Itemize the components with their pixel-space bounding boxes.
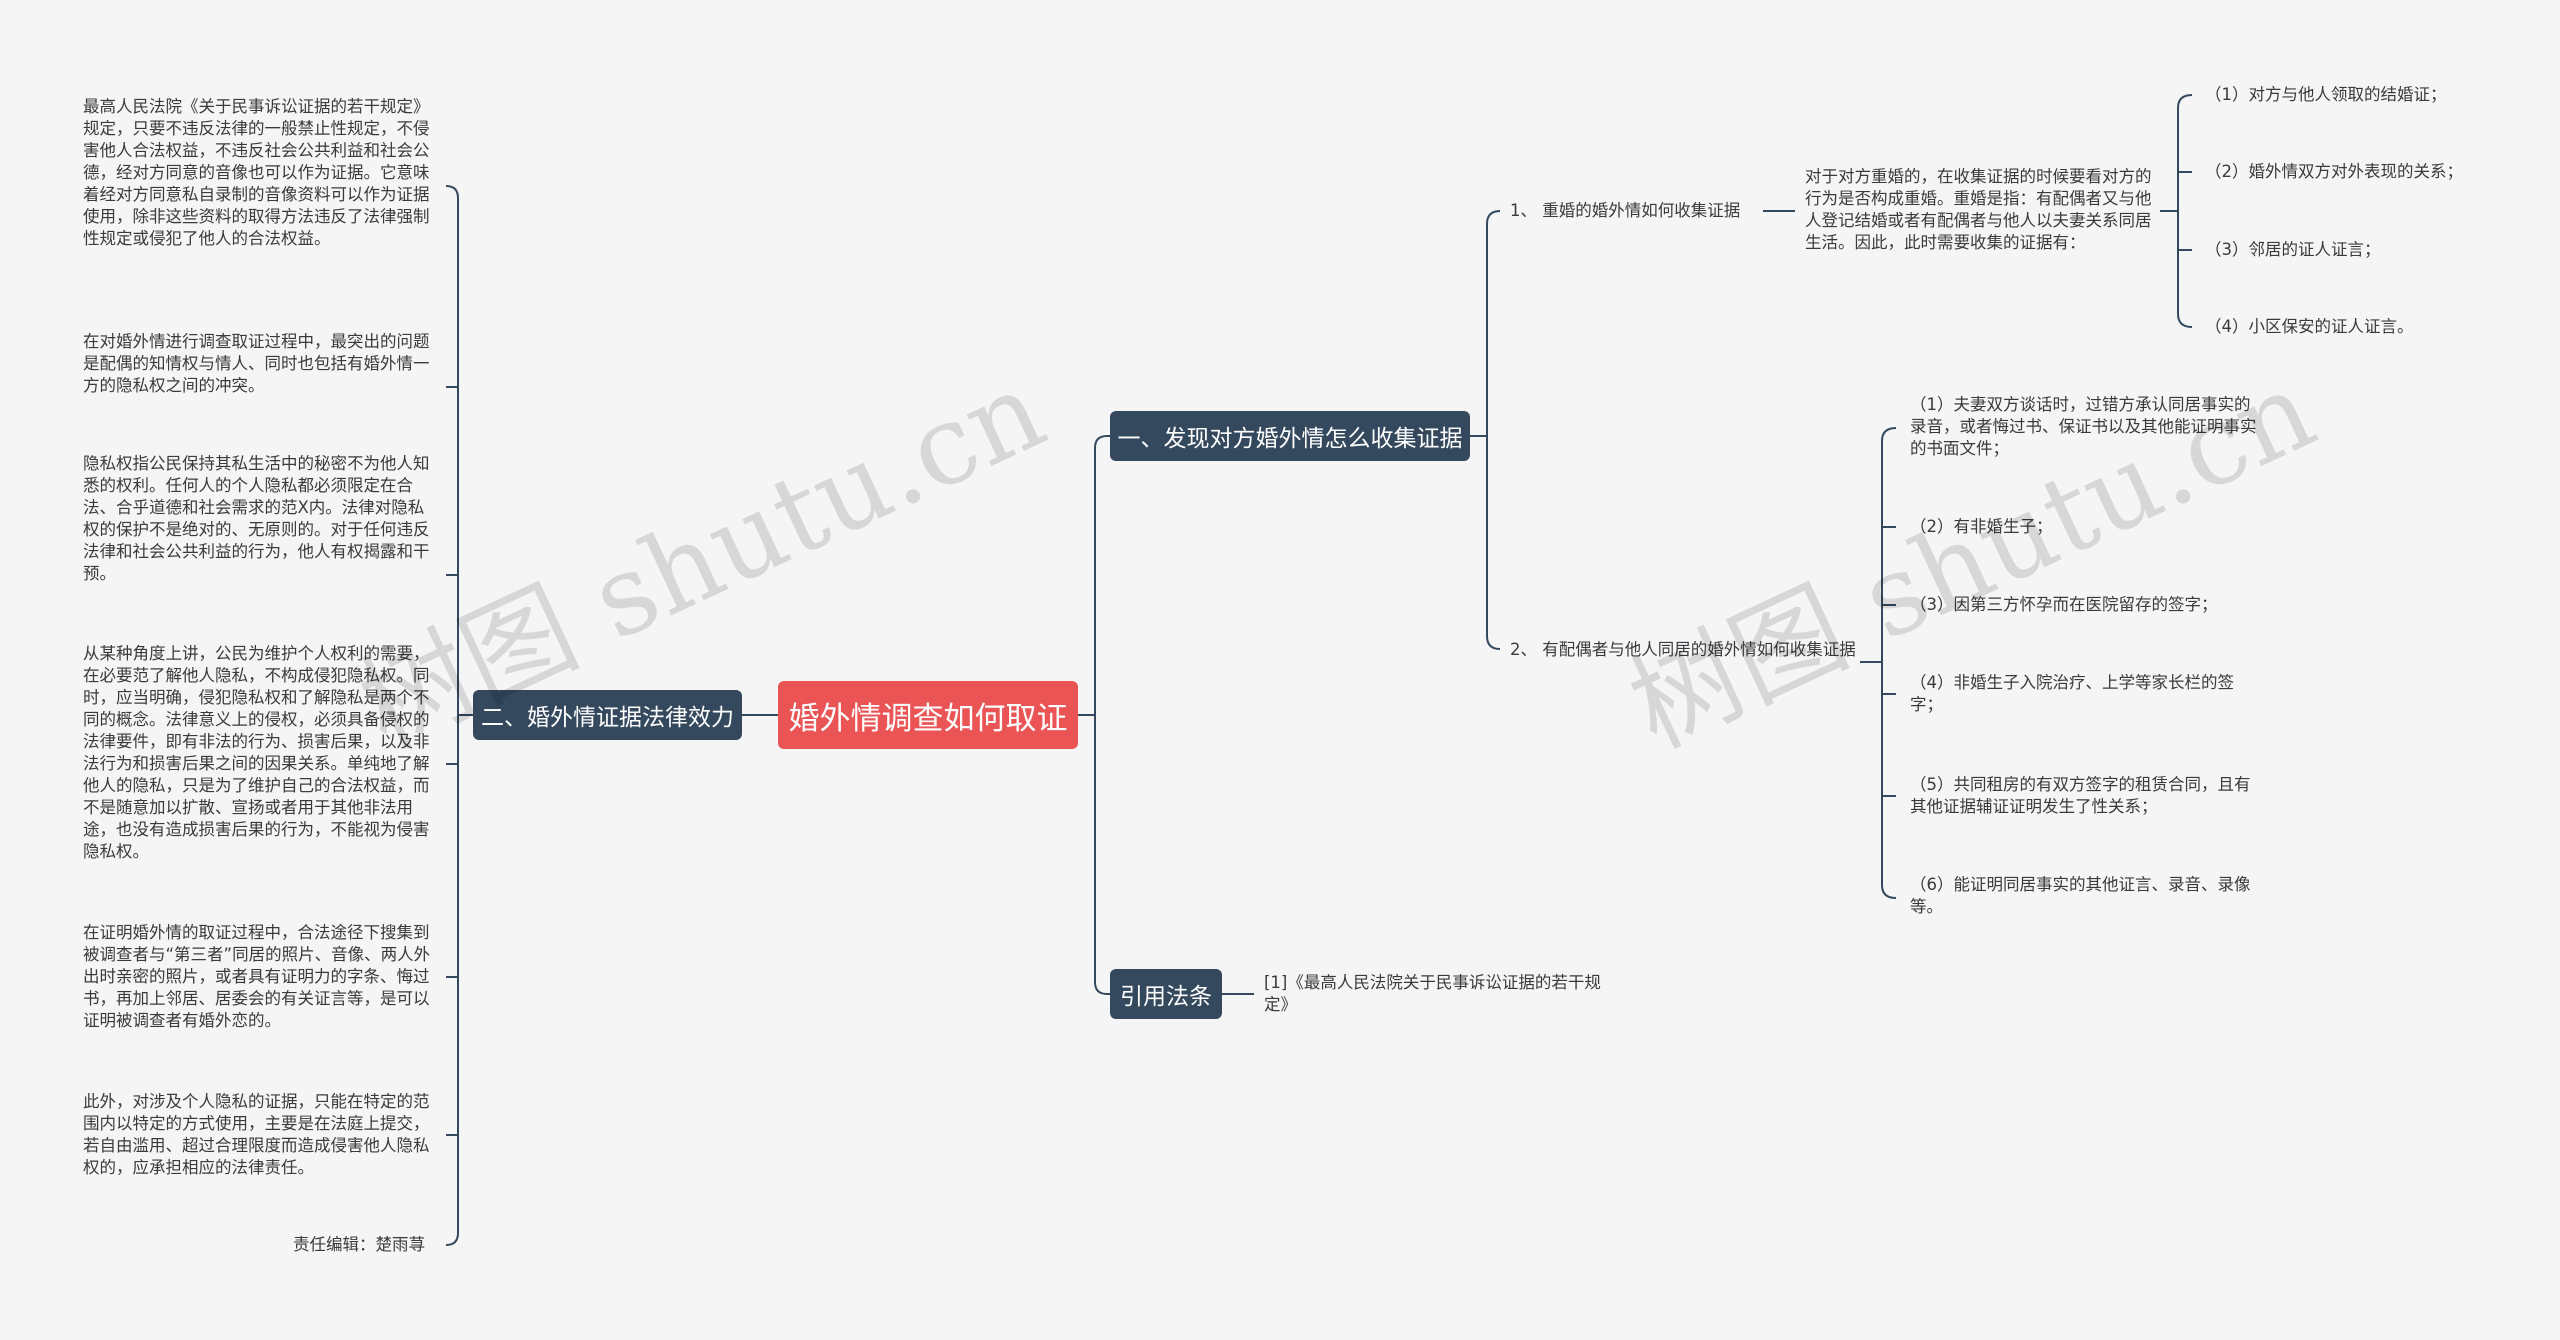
bigamy-item-3: （3）邻居的证人证言； — [2205, 240, 2381, 259]
left-paragraph-4: 从某种角度上讲，公民为维护个人权利的需要，在必要范了解他人隐私，不构成侵犯隐私权… — [83, 644, 430, 861]
connector-root-branch1 — [1094, 435, 1110, 715]
branch-collect-evidence-label: 一、发现对方婚外情怎么收集证据 — [1117, 426, 1463, 452]
cohabitation-item-1: （1）夫妻双方谈话时，过错方承认同居事实的录音，或者悔过书、保证书以及其他能证明… — [1910, 395, 2257, 458]
editor-credit: 责任编辑：楚雨荨 — [293, 1235, 425, 1254]
cohabitation-item-2: （2）有非婚生子； — [1910, 517, 2053, 536]
root-node[interactable]: 婚外情调查如何取证 — [778, 681, 1078, 749]
left-paragraph-2: 在对婚外情进行调查取证过程中，最突出的问题是配偶的知情权与情人、同时也包括有婚外… — [83, 332, 430, 395]
left-paragraph-5: 在证明婚外情的取证过程中，合法途径下搜集到被调查者与“第三者”同居的照片、音像、… — [83, 923, 431, 1030]
branch-cited-laws-label: 引用法条 — [1120, 984, 1212, 1010]
root-label: 婚外情调查如何取证 — [788, 700, 1068, 737]
cohabitation-item-4: （4）非婚生子入院治疗、上学等家长栏的签字； — [1910, 673, 2234, 714]
branch-collect-evidence[interactable]: 一、发现对方婚外情怎么收集证据 — [1110, 411, 1470, 461]
left-paragraph-3: 隐私权指公民保持其私生活中的秘密不为他人知悉的权利。任何人的个人隐私都必须限定在… — [83, 454, 430, 583]
cohabitation-item-5: （5）共同租房的有双方签字的租赁合同，且有其他证据辅证证明发生了性关系； — [1910, 775, 2251, 816]
bigamy-detail: 对于对方重婚的，在收集证据的时候要看对方的行为是否构成重婚。重婚是指：有配偶者又… — [1805, 167, 2152, 252]
connector-left-bracket — [445, 185, 459, 1246]
branch-legal-effect[interactable]: 二、婚外情证据法律效力 — [473, 690, 742, 740]
left-paragraph-6: 此外，对涉及个人隐私的证据，只能在特定的范围内以特定的方式使用，主要是在法庭上提… — [83, 1092, 430, 1177]
left-paragraph-1: 最高人民法院《关于民事诉讼证据的若干规定》规定，只要不违反法律的一般禁止性规定，… — [83, 97, 430, 248]
sub-cohabitation[interactable]: 2、 有配偶者与他人同居的婚外情如何收集证据 — [1510, 640, 1856, 659]
cohabitation-item-3: （3）因第三方怀孕而在医院留存的签字； — [1910, 595, 2218, 614]
connector-root-branch3 — [1094, 715, 1110, 995]
cited-law-reference: [1]《最高人民法院关于民事诉讼证据的若干规定》 — [1264, 973, 1601, 1014]
cohabitation-item-6: （6）能证明同居事实的其他证言、录音、录像等。 — [1910, 875, 2251, 916]
bigamy-item-4: （4）小区保安的证人证言。 — [2205, 317, 2414, 336]
bigamy-item-1: （1）对方与他人领取的结婚证； — [2205, 85, 2447, 104]
branch-cited-laws[interactable]: 引用法条 — [1110, 969, 1222, 1019]
sub-bigamy[interactable]: 1、 重婚的婚外情如何收集证据 — [1510, 201, 1741, 220]
bigamy-item-2: （2）婚外情双方对外表现的关系； — [2205, 162, 2463, 181]
branch-legal-effect-label: 二、婚外情证据法律效力 — [481, 705, 734, 731]
